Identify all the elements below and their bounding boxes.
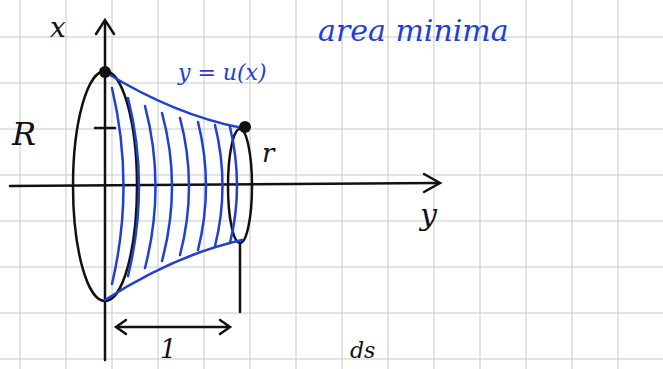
minimal-surface (105, 72, 242, 300)
axes (10, 20, 440, 360)
radius-label: R (12, 118, 36, 150)
curve-label: y = u(x) (178, 62, 267, 84)
axis-label: y (420, 200, 437, 230)
radius-label: r (262, 140, 274, 166)
note-label: ds (350, 340, 375, 362)
title-note: area minima (318, 16, 509, 46)
dimension-label: 1 (160, 336, 177, 362)
axis-label: x (50, 14, 66, 42)
